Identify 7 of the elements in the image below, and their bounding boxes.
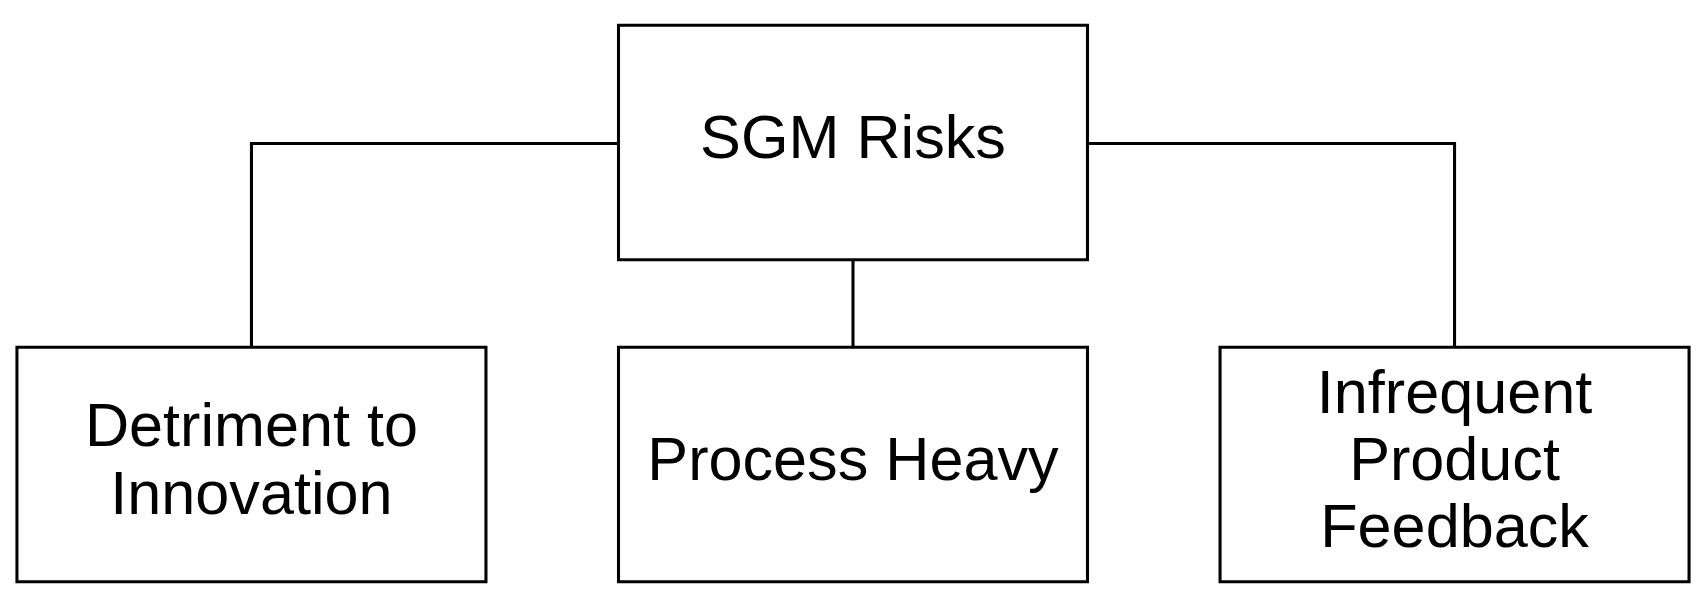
node-box: Infrequent Product Feedback: [1218, 345, 1691, 584]
connector: [851, 260, 855, 347]
node-box: Detriment to Innovation: [15, 345, 488, 584]
node-box: SGM Risks: [616, 23, 1090, 262]
connector: [249, 141, 618, 347]
node-box: Process Heavy: [616, 345, 1090, 584]
connector: [1088, 141, 1457, 347]
